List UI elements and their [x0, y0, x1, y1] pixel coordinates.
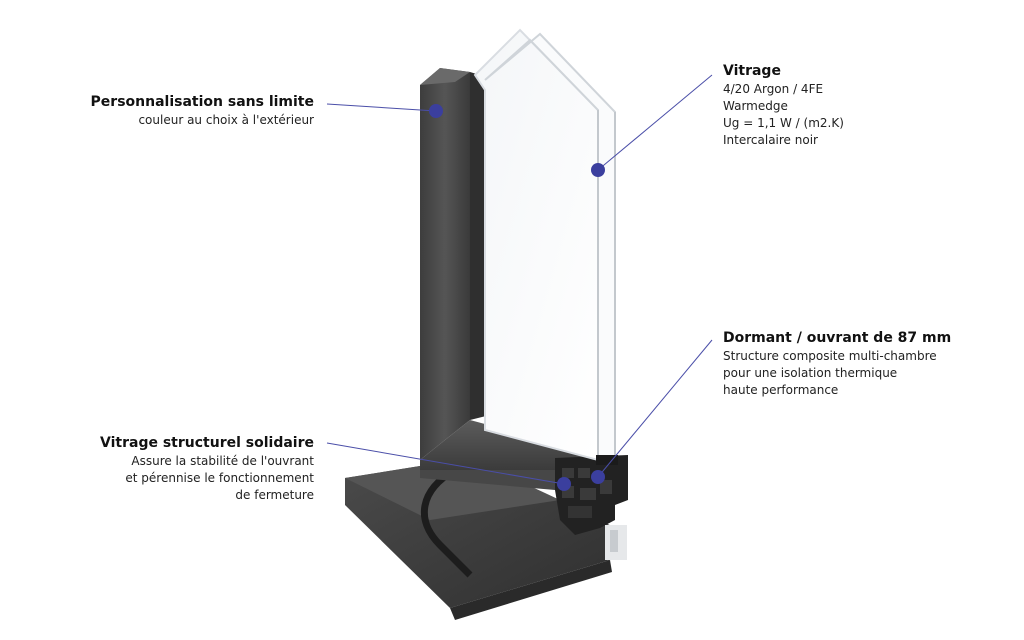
- leader-line-vitrage: [597, 74, 713, 171]
- marker-vitrage: [591, 163, 605, 177]
- callout-title: Dormant / ouvrant de 87 mm: [723, 330, 952, 346]
- callout-text: Warmedge: [723, 99, 788, 113]
- callout-dormant: Dormant / ouvrant de 87 mm Structure com…: [723, 329, 951, 399]
- marker-dormant: [591, 470, 605, 484]
- callout-text: de fermeture: [235, 488, 314, 502]
- callout-text: pour une isolation thermique: [723, 366, 898, 380]
- callout-text: 4/20 Argon / 4FE: [723, 82, 824, 96]
- marker-personnalisation: [429, 104, 443, 118]
- callout-text: haute performance: [723, 383, 839, 397]
- callout-personnalisation: Personnalisation sans limite couleur au …: [91, 93, 314, 129]
- sill-block: [345, 458, 620, 620]
- bottom-rail: [420, 420, 628, 560]
- leader-line-personnalisation: [326, 103, 437, 112]
- callout-vitrage: Vitrage 4/20 Argon / 4FE Warmedge Ug = 1…: [723, 62, 844, 149]
- marker-structurel: [557, 477, 571, 491]
- callout-text: et pérennise le fonctionnement: [125, 471, 314, 485]
- leader-line-dormant: [597, 339, 713, 478]
- leader-line-structurel: [326, 442, 565, 485]
- callout-text: Intercalaire noir: [723, 133, 818, 147]
- callout-title: Vitrage: [723, 63, 781, 79]
- callout-title: Personnalisation sans limite: [90, 94, 314, 110]
- vertical-frame: [420, 68, 490, 460]
- callout-text: Assure la stabilité de l'ouvrant: [131, 454, 314, 468]
- callout-text: Ug = 1,1 W / (m2.K): [723, 116, 844, 130]
- markers: [429, 104, 605, 491]
- callout-text: couleur au choix à l'extérieur: [138, 113, 314, 127]
- callout-text: Structure composite multi-chambre: [723, 349, 937, 363]
- glazing-panes: [473, 28, 618, 465]
- callout-title: Vitrage structurel solidaire: [100, 435, 314, 451]
- leader-lines: [326, 74, 713, 485]
- callout-structurel: Vitrage structurel solidaire Assure la s…: [100, 434, 314, 504]
